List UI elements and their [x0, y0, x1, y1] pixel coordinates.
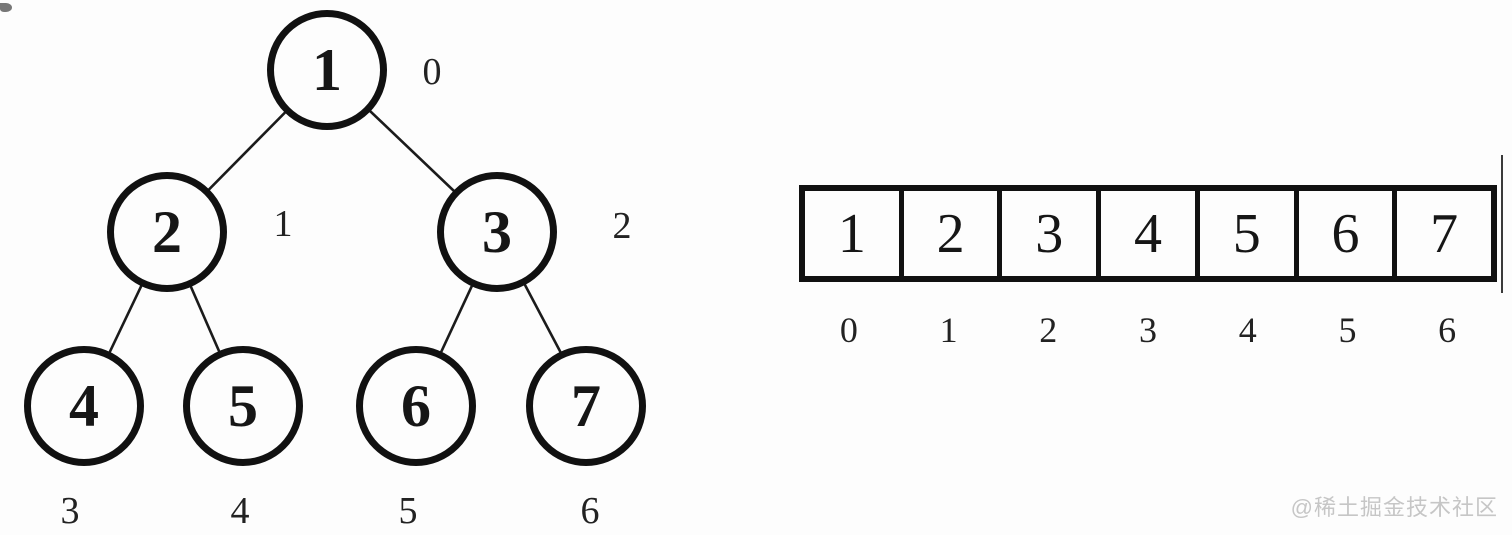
tree-index-label-node-1: 0	[422, 51, 442, 93]
array-cell-4: 5	[1200, 191, 1299, 276]
tree-index-label-node-4: 3	[60, 490, 80, 532]
tree-index-label-node-3: 2	[612, 205, 632, 247]
tree-node-2: 2	[107, 172, 227, 292]
array-cell-0: 1	[805, 191, 904, 276]
tree-node-6: 6	[356, 346, 476, 466]
array-index-3: 3	[1139, 310, 1158, 350]
tree-node-4: 4	[24, 346, 144, 466]
array-index-5: 5	[1338, 310, 1357, 350]
tree-index-label-node-5: 4	[230, 490, 250, 532]
array-box: 1 2 3 4 5 6 7	[799, 185, 1497, 282]
tree-node-7: 7	[526, 346, 646, 466]
tree-index-label-node-6: 5	[398, 490, 418, 532]
corner-artifact	[0, 3, 12, 12]
array-index-0: 0	[839, 310, 858, 350]
array-cell-1: 2	[904, 191, 1003, 276]
array-cell-5: 6	[1299, 191, 1398, 276]
array-right-tick-line	[1501, 155, 1503, 293]
array-index-labels: 0 1 2 3 4 5 6	[799, 310, 1497, 350]
watermark-text: @稀土掘金技术社区	[1290, 495, 1498, 520]
array-index-2: 2	[1039, 310, 1058, 350]
tree-node-3: 3	[437, 172, 557, 292]
tree-index-label-node-7: 6	[580, 490, 600, 532]
array-cell-3: 4	[1101, 191, 1200, 276]
array-cell-6: 7	[1430, 202, 1459, 265]
array-index-6: 6	[1438, 310, 1457, 350]
array-cell-2: 3	[1002, 191, 1102, 276]
tree-node-1: 1	[267, 10, 387, 130]
tree-index-label-node-2: 1	[273, 203, 293, 245]
tree-node-5: 5	[183, 346, 303, 466]
array-index-4: 4	[1238, 310, 1257, 350]
array-index-1: 1	[939, 310, 958, 350]
